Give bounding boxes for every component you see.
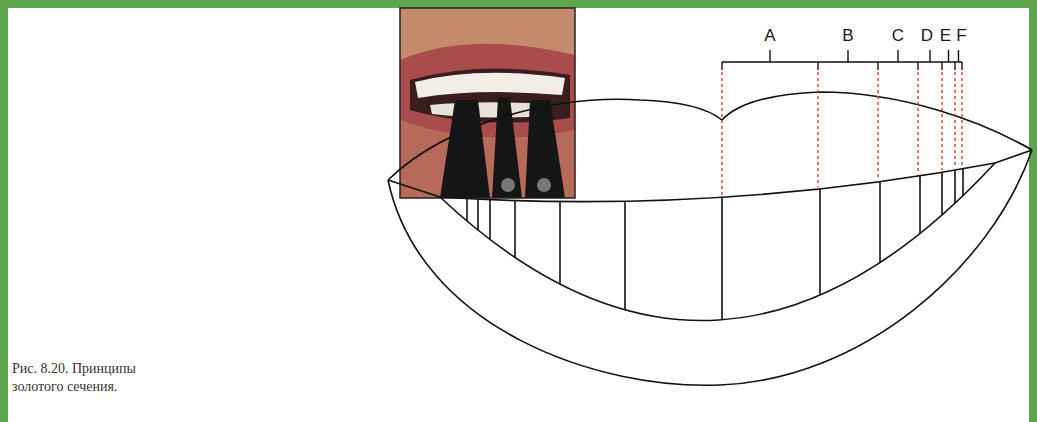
segment-label: A	[764, 27, 775, 44]
stroke	[489, 200, 491, 240]
stroke	[962, 169, 964, 196]
stroke	[954, 72, 955, 168]
stroke	[917, 72, 918, 174]
segment-label: B	[842, 27, 853, 44]
stroke	[958, 50, 959, 62]
teeth-bottom	[440, 163, 995, 321]
stroke	[514, 201, 516, 258]
stroke	[722, 61, 962, 62]
stroke	[948, 50, 949, 62]
stroke	[917, 62, 918, 70]
stroke	[817, 72, 818, 187]
stroke	[721, 62, 722, 70]
stroke	[877, 62, 878, 70]
segment-label: D	[921, 27, 933, 44]
tooth-lines	[467, 169, 963, 320]
proportion-bracket	[722, 50, 962, 70]
stroke	[559, 202, 561, 285]
stroke	[941, 172, 943, 215]
stroke	[929, 50, 930, 62]
figure-caption: Рис. 8.20. Принципы золотого сечения.	[12, 360, 162, 396]
stroke	[961, 72, 962, 167]
stroke	[819, 189, 821, 295]
segment-label: C	[892, 27, 904, 44]
stroke	[897, 50, 898, 62]
stroke	[769, 50, 770, 62]
stroke	[477, 199, 479, 230]
upper-lip	[388, 92, 1032, 180]
stroke	[941, 62, 942, 70]
stroke	[954, 62, 955, 70]
segment-label: E	[940, 27, 951, 44]
stroke	[877, 72, 878, 180]
stroke	[919, 176, 921, 234]
stroke	[721, 197, 723, 319]
segment-label: F	[956, 27, 966, 44]
teeth-top	[440, 163, 995, 202]
stroke	[847, 50, 848, 62]
stroke	[961, 62, 962, 70]
stroke	[879, 182, 881, 263]
stroke	[941, 72, 942, 170]
lower-lip	[388, 150, 1032, 385]
stroke	[624, 201, 626, 310]
stroke	[466, 199, 468, 221]
stroke	[817, 62, 818, 70]
stroke	[721, 72, 722, 195]
guide-lines	[722, 72, 962, 195]
photo-inset	[400, 8, 575, 198]
stroke	[954, 170, 956, 203]
